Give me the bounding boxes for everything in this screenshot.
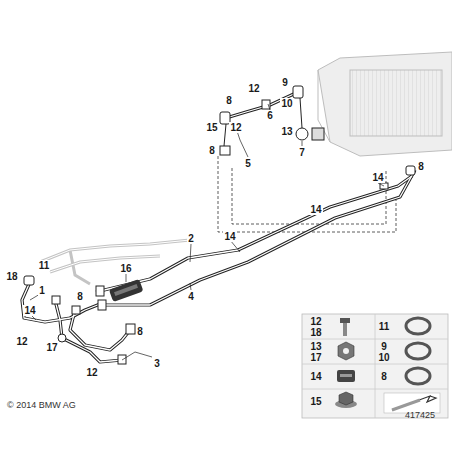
footer-text: 417425 bbox=[404, 410, 436, 421]
callout-number: 18 bbox=[5, 271, 18, 282]
callout-number: 14 bbox=[223, 231, 236, 242]
callout-number: 11 bbox=[38, 260, 51, 271]
table-cell: 13 bbox=[309, 341, 322, 352]
table-cell: 11 bbox=[378, 321, 391, 332]
callout-number: 14 bbox=[23, 305, 36, 316]
callout-number: 10 bbox=[280, 98, 293, 109]
callout-number: 8 bbox=[417, 161, 425, 172]
callout-number: 17 bbox=[45, 342, 58, 353]
callout-number: 4 bbox=[187, 291, 195, 302]
callout-number: 2 bbox=[187, 233, 195, 244]
callout-number: 8 bbox=[225, 95, 233, 106]
ghost-pipes bbox=[40, 240, 190, 284]
callout-number: 16 bbox=[119, 263, 132, 274]
callout-number: 12 bbox=[247, 83, 260, 94]
callout-number: 8 bbox=[208, 145, 216, 156]
table-cell: 12 bbox=[309, 316, 322, 327]
callout-number: 3 bbox=[153, 358, 161, 369]
table-cell: 15 bbox=[309, 396, 322, 407]
callout-number: 8 bbox=[76, 291, 84, 302]
callout-number: 13 bbox=[280, 126, 293, 137]
ghost-pipes-inner bbox=[40, 240, 190, 272]
pipe-clip bbox=[109, 279, 144, 302]
callout-number: 5 bbox=[244, 158, 252, 169]
engine-outline bbox=[318, 52, 452, 156]
callout-number: 1 bbox=[38, 285, 46, 296]
table-cell: 8 bbox=[380, 371, 388, 382]
callout-number: 8 bbox=[136, 326, 144, 337]
callout-number: 12 bbox=[15, 336, 28, 347]
callout-number: 9 bbox=[281, 77, 289, 88]
table-cell: 17 bbox=[309, 352, 322, 363]
footer-text: © 2014 BMW AG bbox=[6, 400, 77, 411]
callout-number: 14 bbox=[371, 172, 384, 183]
table-cell: 14 bbox=[309, 371, 322, 382]
callout-number: 12 bbox=[229, 122, 242, 133]
table-cell: 18 bbox=[309, 327, 322, 338]
table-cell: 10 bbox=[377, 352, 390, 363]
callout-number: 15 bbox=[205, 122, 218, 133]
parts-table bbox=[302, 314, 448, 418]
callout-number: 14 bbox=[309, 204, 322, 215]
callout-number: 6 bbox=[266, 110, 274, 121]
callout-number: 12 bbox=[85, 367, 98, 378]
callout-number: 7 bbox=[298, 147, 306, 158]
table-cell: 9 bbox=[380, 341, 388, 352]
